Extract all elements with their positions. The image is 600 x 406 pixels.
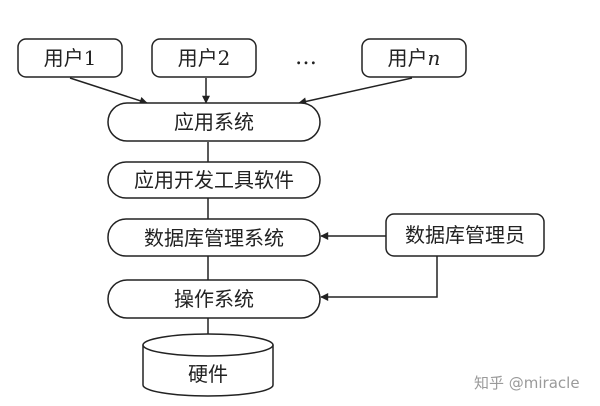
dba-to-os-arrow <box>320 256 438 301</box>
user-n-variable: n <box>427 46 441 70</box>
dba-label: 数据库管理员 <box>405 223 525 247</box>
user-1-arrow <box>69 77 148 105</box>
user-2-box <box>151 38 257 78</box>
users-ellipsis: … <box>295 45 317 70</box>
user-n-arrow <box>298 77 413 106</box>
user-1-label: 用户1 <box>43 46 97 70</box>
dbms-pill <box>107 218 321 257</box>
app-system-pill <box>107 102 321 142</box>
hardware-label: 硬件 <box>188 362 228 386</box>
watermark: 知乎 @miracle <box>474 374 580 392</box>
app-system-label: 应用系统 <box>174 110 254 134</box>
dev-tools-label: 应用开发工具软件 <box>134 168 294 192</box>
dev-tools-pill <box>107 161 321 199</box>
dba-box <box>385 213 545 257</box>
os-label: 操作系统 <box>174 287 254 311</box>
os-pill <box>107 279 321 319</box>
user-n-prefix: 用户 <box>387 46 428 70</box>
dbms-label: 数据库管理系统 <box>144 225 284 250</box>
user-1-box <box>17 38 123 78</box>
user-n-box <box>361 38 467 78</box>
user-2-label: 用户2 <box>177 46 231 70</box>
hardware-cylinder <box>142 333 274 397</box>
